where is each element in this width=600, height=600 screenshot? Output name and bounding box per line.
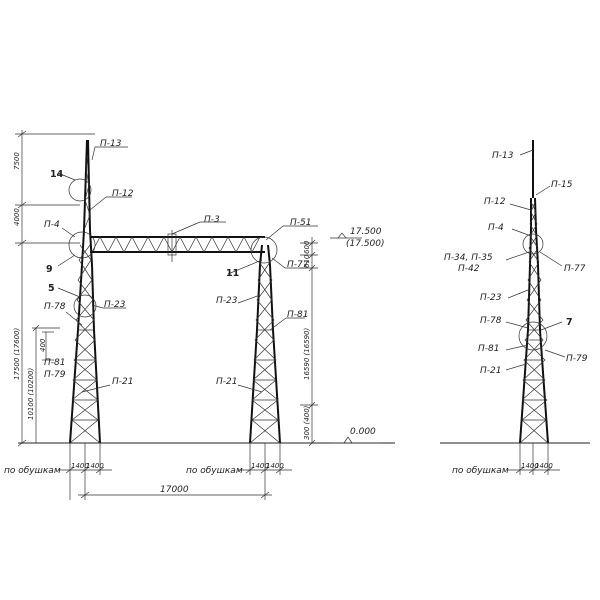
detail-circle-9	[68, 231, 96, 259]
dim-1400-a: 1400	[71, 462, 89, 470]
label-p15-side: П-15	[551, 180, 573, 190]
dim-17500: 17500 (17600)	[13, 328, 21, 380]
dim-1400-side-a: 1400	[521, 462, 539, 470]
dim-400-left: 400	[39, 338, 47, 352]
label-p23-front-a: П-23	[104, 300, 126, 310]
footer-obushkam-1: по обушкам	[4, 466, 61, 476]
label-p79-side: П-79	[566, 354, 588, 364]
label-p23-side: П-23	[480, 293, 502, 303]
elevation-zero: 0.000	[350, 427, 376, 437]
dim-1400-d: 1400	[266, 462, 284, 470]
right-tower	[249, 244, 281, 444]
footer-obushkam-3: по обушкам	[452, 466, 509, 476]
elevation-17500: 17.500	[350, 227, 382, 237]
label-p81-front-b: П-81	[287, 310, 308, 320]
dim-300: 300 (400)	[303, 405, 311, 440]
label-p34-p35-side: П-34, П-35	[444, 253, 493, 263]
elevation-17500-paren: (17.500)	[346, 239, 385, 249]
dim-1400-b: 1400	[86, 462, 104, 470]
label-p21-front-b: П-21	[216, 377, 237, 387]
label-5: 5	[48, 283, 55, 294]
label-p4-front: П-4	[44, 220, 60, 230]
dim-1400-side-b: 1400	[535, 462, 553, 470]
left-tower	[69, 139, 101, 444]
label-p21-front-a: П-21	[112, 377, 133, 387]
label-p77-front: П-77	[287, 260, 309, 270]
dimension-lines-front	[15, 130, 382, 500]
detail-circle-side-top	[522, 233, 544, 255]
dim-600: 600	[303, 240, 311, 254]
cross-beam-truss	[90, 230, 265, 262]
label-p79-front: П-79	[44, 370, 66, 380]
dim-10100: 10100 (10200)	[27, 368, 35, 420]
leader-lines-side	[505, 149, 566, 371]
label-p13-side: П-13	[492, 151, 514, 161]
label-9: 9	[46, 264, 53, 275]
dim-16590: 16590 (16590)	[303, 328, 311, 380]
leader-lines-front	[57, 146, 318, 393]
label-p78-front: П-78	[44, 302, 66, 312]
label-p81-front-a: П-81	[44, 358, 65, 368]
dim-7500: 7500	[13, 152, 21, 170]
label-p23-front-b: П-23	[216, 296, 238, 306]
footer-obushkam-2: по обушкам	[186, 466, 243, 476]
side-tower	[519, 140, 549, 444]
dimension-lines-side	[508, 443, 560, 475]
label-p51: П-51	[290, 218, 311, 228]
label-p77-side: П-77	[564, 264, 586, 274]
dim-4000: 4000	[13, 208, 21, 226]
detail-circle-14	[68, 178, 92, 202]
label-p12-side: П-12	[484, 197, 506, 207]
label-11: 11	[226, 268, 239, 279]
dim-17000: 17000	[160, 485, 189, 495]
label-14: 14	[50, 169, 64, 180]
label-p78-side: П-78	[480, 316, 502, 326]
dim-1400-c: 1400	[251, 462, 269, 470]
detail-circle-11	[250, 236, 278, 264]
detail-circle-7	[518, 321, 548, 351]
label-p42-side: П-42	[458, 264, 480, 274]
label-p81-side: П-81	[478, 344, 499, 354]
label-7-side: 7	[566, 317, 573, 328]
label-p4-side: П-4	[488, 223, 504, 233]
label-p13-front: П-13	[100, 139, 122, 149]
label-p21-side: П-21	[480, 366, 501, 376]
dim-610: 610	[303, 254, 311, 268]
label-p12-front: П-12	[112, 189, 134, 199]
label-p3: П-3	[204, 215, 220, 225]
